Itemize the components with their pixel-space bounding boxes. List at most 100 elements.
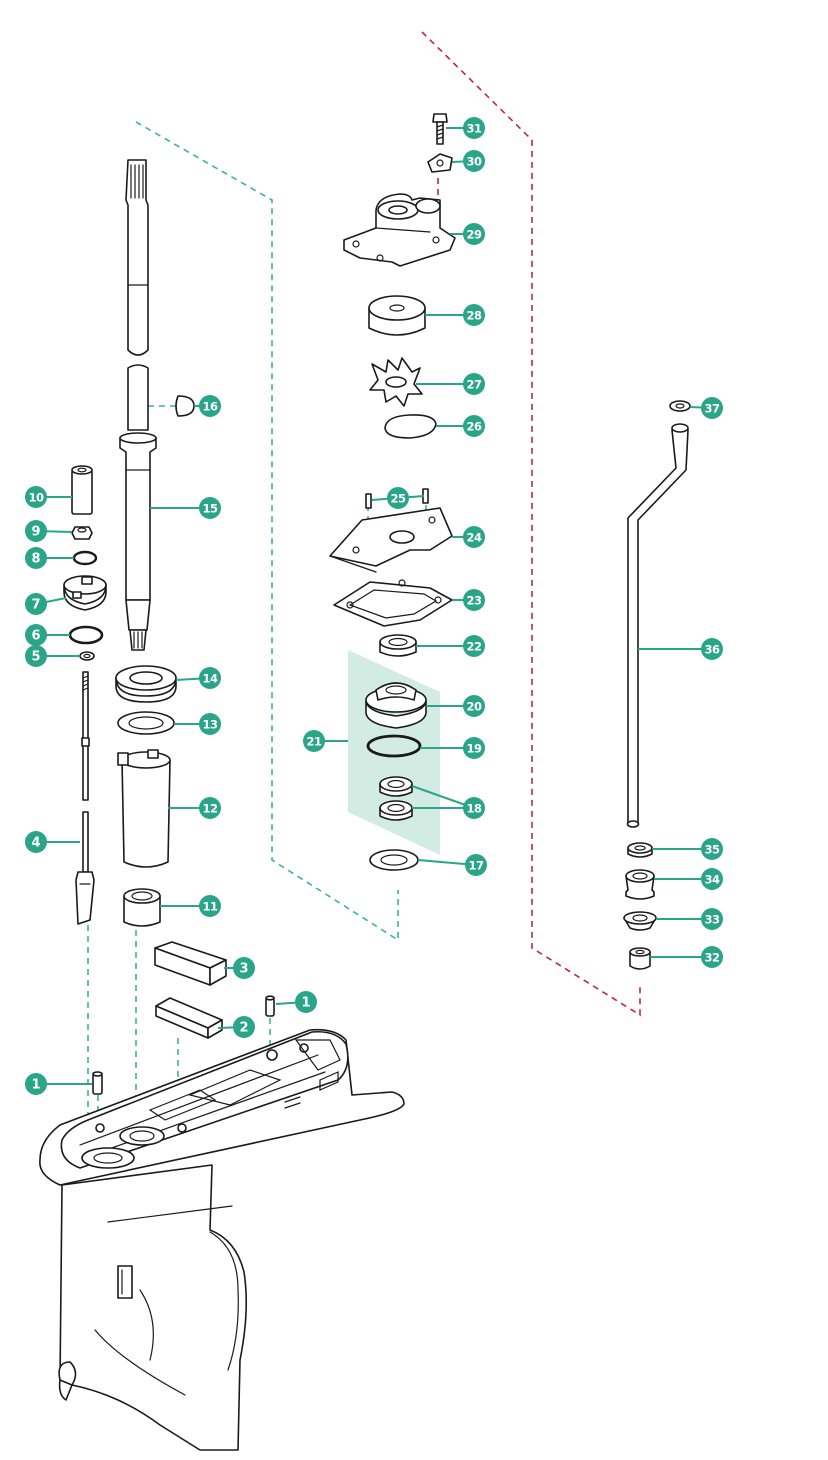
callout-label: 24 xyxy=(466,531,482,545)
callout-badge-35: 35 xyxy=(701,838,723,860)
part-28-insert-cup xyxy=(368,295,426,336)
callout-badge-33: 33 xyxy=(701,908,723,930)
callout-circle xyxy=(463,415,485,437)
callout-circle xyxy=(233,957,255,979)
callout-circle xyxy=(25,593,47,615)
callout-circle xyxy=(25,520,47,542)
callout-circle xyxy=(463,223,485,245)
part-26-key xyxy=(384,414,437,439)
callout-circle xyxy=(701,397,723,419)
callout-label: 30 xyxy=(466,155,482,169)
part-2-plate xyxy=(155,997,223,1039)
callout-circle xyxy=(303,730,325,752)
callout-circle xyxy=(701,946,723,968)
part-4-shift-rod xyxy=(75,671,95,925)
callout-label: 7 xyxy=(31,598,40,613)
part-33-adapter xyxy=(623,911,657,931)
callout-circle xyxy=(701,838,723,860)
callout-label: 18 xyxy=(466,802,482,816)
callout-label: 29 xyxy=(466,228,482,242)
part-32-collar xyxy=(629,947,651,970)
callout-circle xyxy=(701,908,723,930)
part-8-o-ring xyxy=(72,550,98,566)
callout-label: 35 xyxy=(704,843,720,857)
callout-label: 31 xyxy=(466,122,482,136)
callout-label: 16 xyxy=(202,400,218,414)
callout-circle xyxy=(25,624,47,646)
callout-label: 5 xyxy=(31,650,40,665)
part-30-plate xyxy=(427,153,453,173)
callout-badge-10: 10 xyxy=(25,486,47,508)
callout-circle xyxy=(25,1073,47,1095)
callout-circle xyxy=(463,373,485,395)
callout-label: 3 xyxy=(239,962,248,977)
callout-badge-16: 16 xyxy=(199,395,221,417)
callout-circle xyxy=(199,497,221,519)
callout-circle xyxy=(463,589,485,611)
callout-circle xyxy=(199,713,221,735)
part-18-oil-seals xyxy=(379,776,413,821)
callout-label: 27 xyxy=(466,378,482,392)
callout-label: 19 xyxy=(466,742,482,756)
part-12-tube xyxy=(117,749,171,868)
callout-circle xyxy=(25,645,47,667)
callout-badge-1: 1 xyxy=(25,1073,47,1095)
callout-label: 21 xyxy=(306,735,322,749)
callout-circle xyxy=(463,695,485,717)
part-19-o-ring xyxy=(366,734,422,758)
kit-panel xyxy=(348,650,440,855)
callout-circle xyxy=(463,150,485,172)
callout-badge-36: 36 xyxy=(701,638,723,660)
callout-circle xyxy=(25,547,47,569)
callout-label: 6 xyxy=(31,629,40,644)
callout-label: 32 xyxy=(704,951,719,965)
callout-label: 14 xyxy=(202,672,218,686)
callout-circle xyxy=(463,117,485,139)
callout-badge-4: 4 xyxy=(25,831,47,853)
callout-badge-8: 8 xyxy=(25,547,47,569)
callout-badge-24: 24 xyxy=(463,526,485,548)
callout-badge-20: 20 xyxy=(463,695,485,717)
part-37-grommet xyxy=(669,400,691,412)
callout-circle xyxy=(233,1016,255,1038)
callout-label: 36 xyxy=(704,643,720,657)
part-20-oil-seal-housing xyxy=(365,682,427,729)
callout-badge-11: 11 xyxy=(199,895,221,917)
callout-label: 37 xyxy=(704,402,720,416)
callout-label: 2 xyxy=(239,1021,248,1036)
part-16-key xyxy=(175,395,195,417)
callout-label: 25 xyxy=(390,492,406,506)
callout-circle xyxy=(463,304,485,326)
callout-badge-34: 34 xyxy=(701,868,723,890)
callout-badge-23: 23 xyxy=(463,589,485,611)
part-23-gasket xyxy=(333,579,453,627)
callout-badge-14: 14 xyxy=(199,667,221,689)
callout-label: 12 xyxy=(202,802,217,816)
callout-circle xyxy=(199,895,221,917)
callout-badge-13: 13 xyxy=(199,713,221,735)
part-35-seal xyxy=(627,842,653,858)
callout-badge-2: 2 xyxy=(233,1016,255,1038)
callout-badge-31: 31 xyxy=(463,117,485,139)
callout-badge-21: 21 xyxy=(303,730,325,752)
callout-circle xyxy=(295,991,317,1013)
callout-label: 34 xyxy=(704,873,720,887)
part-1-dowel-pin xyxy=(265,995,275,1017)
callout-circle xyxy=(463,797,485,819)
callout-badge-28: 28 xyxy=(463,304,485,326)
part-11-bushing xyxy=(123,888,161,927)
callout-badge-29: 29 xyxy=(463,223,485,245)
callout-circle xyxy=(465,854,487,876)
guide-lines-red xyxy=(421,31,641,1017)
callout-badge-1: 1 xyxy=(295,991,317,1013)
callout-circle xyxy=(387,487,409,509)
callout-label: 8 xyxy=(31,552,40,567)
callout-badge-25: 25 xyxy=(387,487,409,509)
lower-gear-case xyxy=(39,1028,405,1451)
part-13-washer xyxy=(117,711,175,735)
part-24-wear-plate xyxy=(329,507,453,573)
callout-label: 10 xyxy=(28,491,44,505)
callout-label: 28 xyxy=(466,309,482,323)
callout-badge-32: 32 xyxy=(701,946,723,968)
part-31-bolt xyxy=(432,113,448,145)
